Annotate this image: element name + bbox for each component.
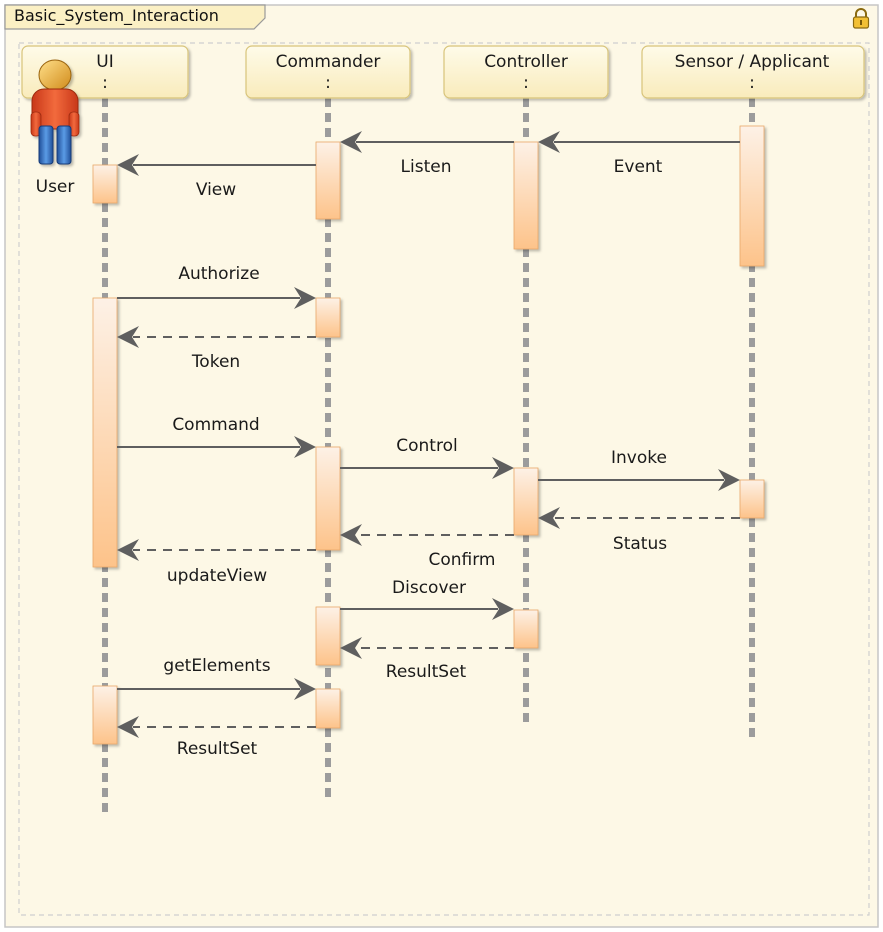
lock-icon[interactable] (852, 8, 870, 29)
activation-bar-controller[interactable] (513, 467, 539, 536)
frame-title-tab: Basic_System_Interaction (4, 4, 266, 30)
message-label: Authorize (178, 264, 259, 284)
message-label: ResultSet (386, 662, 467, 682)
activation-bar-ui[interactable] (92, 297, 118, 568)
message-get-elements[interactable]: getElements (117, 656, 316, 700)
lifeline-label-sensor: Sensor / Applicant (675, 52, 830, 72)
frame-title: Basic_System_Interaction (14, 6, 219, 26)
activation-bar-sensor[interactable] (739, 479, 765, 519)
activation-bar-ui[interactable] (92, 685, 118, 745)
message-result-set-2[interactable]: ResultSet (117, 716, 316, 759)
lifeline-header-sensor[interactable]: Sensor / Applicant: (641, 45, 865, 99)
lifeline-label-ui: UI (96, 52, 113, 72)
arrowhead-icon (117, 716, 139, 738)
message-label: Control (396, 436, 457, 456)
arrowhead-icon (340, 524, 362, 546)
lifeline-header-commander[interactable]: Commander: (245, 45, 411, 99)
activation-bar-ui[interactable] (92, 164, 118, 204)
activation-bar-controller[interactable] (513, 141, 539, 250)
message-listen[interactable]: Listen (340, 131, 514, 177)
message-status[interactable]: Status (538, 507, 740, 554)
lifeline-instance-sensor: : (749, 73, 755, 93)
arrowhead-icon (492, 457, 514, 479)
arrowhead-icon (340, 637, 362, 659)
message-label: getElements (163, 656, 270, 676)
lifeline-instance-ui: : (102, 73, 108, 93)
lifeline-label-commander: Commander (276, 52, 381, 72)
user-actor-icon[interactable] (30, 59, 80, 165)
message-view[interactable]: View (117, 154, 316, 200)
message-confirm[interactable]: Confirm (340, 524, 514, 570)
lifeline-header-controller[interactable]: Controller: (443, 45, 609, 99)
message-update-view[interactable]: updateView (117, 539, 316, 586)
arrowhead-icon (538, 131, 560, 153)
message-label: Listen (401, 157, 452, 177)
activation-bar-commander[interactable] (315, 297, 341, 338)
message-label: Invoke (611, 448, 667, 468)
arrowhead-icon (117, 326, 139, 348)
message-invoke[interactable]: Invoke (538, 448, 740, 491)
message-token[interactable]: Token (117, 326, 316, 372)
message-event[interactable]: Event (538, 131, 740, 177)
message-result-set-1[interactable]: ResultSet (340, 637, 514, 682)
arrowhead-icon (492, 598, 514, 620)
lifeline-instance-commander: : (325, 73, 331, 93)
message-label: updateView (167, 566, 267, 586)
actor-label: User (36, 177, 75, 197)
message-discover[interactable]: Discover (340, 578, 514, 620)
lifeline-label-controller: Controller (484, 52, 568, 72)
arrowhead-icon (340, 131, 362, 153)
activation-bar-sensor[interactable] (739, 125, 765, 267)
arrowhead-icon (538, 507, 560, 529)
message-label: Discover (392, 578, 466, 598)
message-label: Status (613, 534, 667, 554)
arrowhead-icon (294, 436, 316, 458)
message-label: Confirm (428, 550, 495, 570)
arrowhead-icon (117, 154, 139, 176)
activation-bar-commander[interactable] (315, 688, 341, 729)
message-command[interactable]: Command (117, 415, 316, 458)
activation-bar-commander[interactable] (315, 446, 341, 551)
arrowhead-icon (117, 539, 139, 561)
arrowhead-icon (294, 678, 316, 700)
interaction-boundary (18, 42, 870, 916)
message-label: Event (614, 157, 663, 177)
message-label: ResultSet (177, 739, 258, 759)
message-authorize[interactable]: Authorize (117, 264, 316, 309)
activation-bar-commander[interactable] (315, 141, 341, 220)
activation-bar-commander[interactable] (315, 606, 341, 666)
frame (4, 4, 879, 928)
message-label: Command (172, 415, 259, 435)
activation-bar-controller[interactable] (513, 609, 539, 649)
lifeline-instance-controller: : (523, 73, 529, 93)
arrowhead-icon (294, 287, 316, 309)
message-control[interactable]: Control (340, 436, 514, 479)
message-label: Token (191, 352, 240, 372)
arrowhead-icon (718, 469, 740, 491)
message-label: View (196, 180, 236, 200)
